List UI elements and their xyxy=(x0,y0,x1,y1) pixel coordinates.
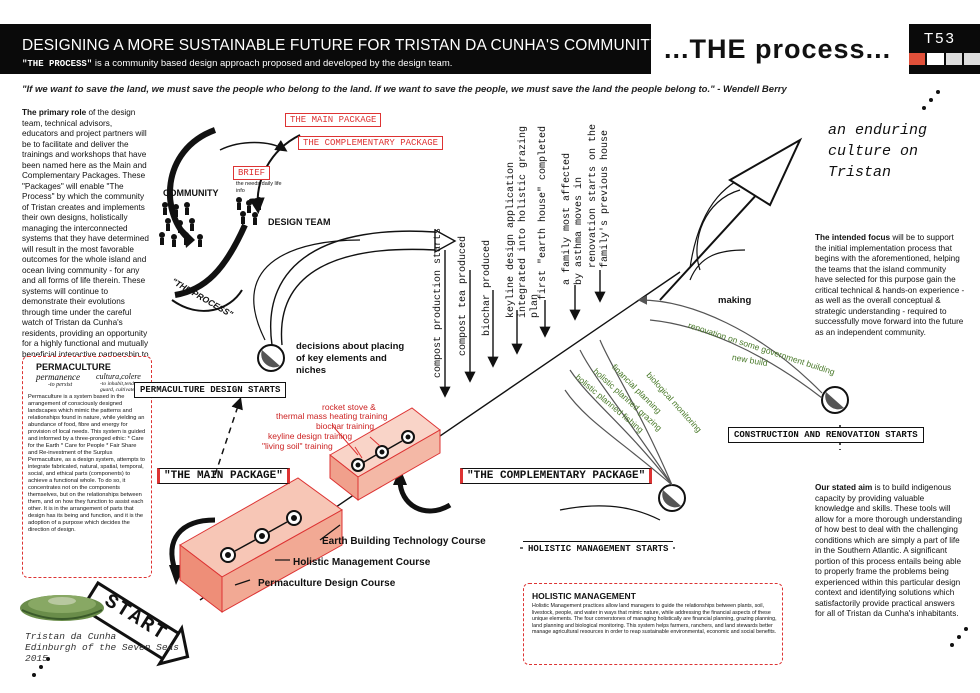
construction-renovation-starts-label: CONSTRUCTION AND RENOVATION STARTS xyxy=(728,427,924,443)
permaculture-design-starts-label: PERMACULTURE DESIGN STARTS xyxy=(134,382,287,398)
milestone-compost-production: compost production starts xyxy=(433,227,444,378)
holistic-management-body: Holistic Management practices allow land… xyxy=(532,603,777,636)
holistic-management-starts-label: HOLISTIC MANAGEMENT STARTS xyxy=(523,541,674,556)
stated-aim-paragraph: Our stated aim is to build indigenous ca… xyxy=(815,483,963,618)
permaculture-definition-box xyxy=(22,356,152,578)
design-team-label: DESIGN TEAM xyxy=(268,217,331,227)
training-thermal-mass: thermal mass heating training xyxy=(276,411,388,421)
etym-cultura-sub: -to inhabit,tend, guard, cultivate xyxy=(100,381,136,393)
primary-role-paragraph: The primary role of the design team, tec… xyxy=(22,108,149,369)
page-subtitle: "THE PROCESS" is a community based desig… xyxy=(22,58,453,69)
intended-focus-paragraph: The intended focus will be to support th… xyxy=(815,233,965,337)
community-label: COMMUNITY xyxy=(163,188,219,198)
decisions-label: decisions about placing of key elements … xyxy=(296,341,405,376)
credit-line-2: Edinburgh of the Seven Seas xyxy=(25,642,179,653)
etym-permanence-sub: -to persist xyxy=(48,382,73,388)
milestone-family-moves: a family most affected by asthma moves i… xyxy=(562,152,585,285)
training-biochar: biochar training xyxy=(316,421,375,431)
milestone-biochar: biochar produced xyxy=(482,239,493,336)
credit-line-1: Tristan da Cunha xyxy=(25,631,117,642)
sheet-color-swatches xyxy=(909,53,980,65)
complementary-package-label: "THE COMPLEMENTARY PACKAGE" xyxy=(460,468,653,484)
enduring-culture-label: an enduring culture on Tristan xyxy=(828,122,928,181)
location-credit: Tristan da Cunha Edinburgh of the Seven … xyxy=(25,631,179,664)
training-keyline: keyline design training xyxy=(268,431,353,441)
sheet-id: T53 xyxy=(924,30,956,47)
training-rocket-stove: rocket stove & xyxy=(322,402,376,412)
main-package-tag: THE MAIN PACKAGE xyxy=(285,113,382,127)
process-title-box xyxy=(651,24,909,74)
milestone-renovation: renovation starts on the family's previo… xyxy=(588,123,611,268)
holistic-management-box xyxy=(523,583,783,665)
milestone-keyline: keyline design application integrated in… xyxy=(506,125,541,318)
making-label: making xyxy=(718,295,752,306)
main-package-label: "THE MAIN PACKAGE" xyxy=(157,468,290,484)
permaculture-title: PERMACULTURE xyxy=(36,362,111,372)
process-title: ...THE process... xyxy=(664,34,892,64)
etym-cultura: cultura,colere xyxy=(96,372,141,381)
course-permaculture-design: Permaculture Design Course xyxy=(258,578,396,589)
holistic-management-title: HOLISTIC MANAGEMENT xyxy=(532,591,636,601)
island-thumbnail xyxy=(20,595,104,621)
milestone-compost-tea: compost tea produced xyxy=(458,235,469,356)
etym-permanence: permanence xyxy=(36,372,80,382)
wendell-berry-quote: "If we want to save the land, we must sa… xyxy=(22,84,787,95)
brief-note: the needs daily life info xyxy=(236,181,282,194)
training-living-soil: "living soil" training xyxy=(262,441,333,451)
course-holistic-management: Holistic Management Course xyxy=(293,557,431,568)
credit-line-3: 2015 xyxy=(25,653,48,664)
course-earth-building: Earth Building Technology Course xyxy=(322,536,486,547)
brief-tag: BRIEF xyxy=(233,166,271,180)
page-title: DESIGNING A MORE SUSTAINABLE FUTURE FOR … xyxy=(22,37,661,54)
sheet-id-box xyxy=(909,24,980,74)
milestone-earth-house: first "earth house" completed xyxy=(538,125,549,300)
permaculture-body: Permaculture is a system based in the ar… xyxy=(28,394,146,533)
complementary-package-tag: THE COMPLEMENTARY PACKAGE xyxy=(298,136,444,150)
